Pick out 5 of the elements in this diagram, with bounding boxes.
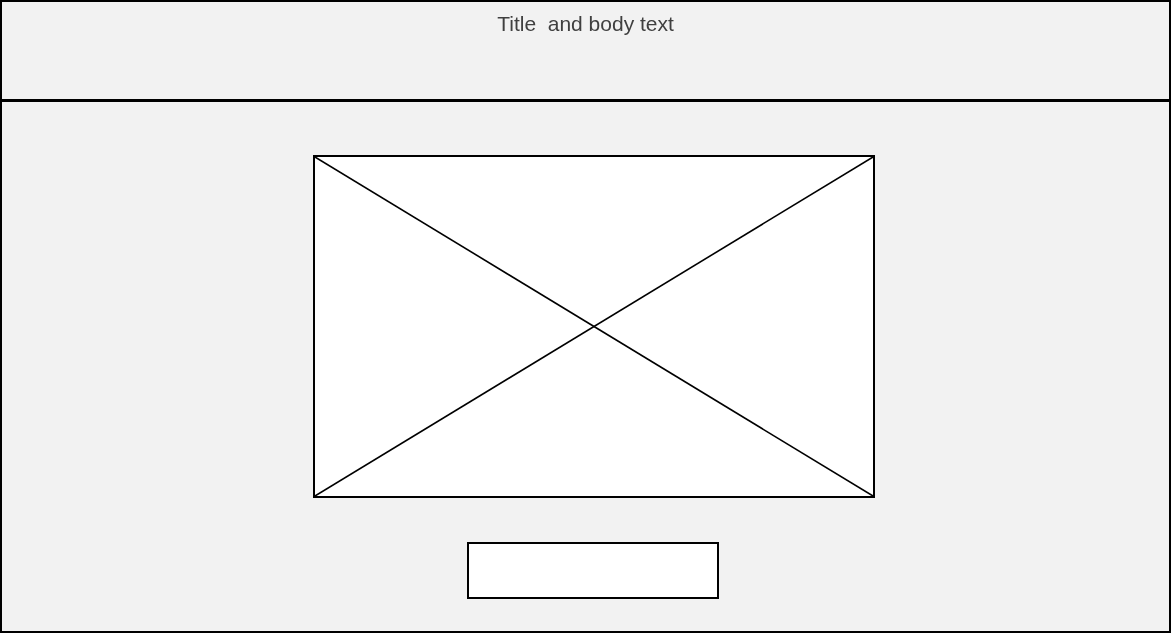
header-band <box>0 0 1171 101</box>
content-panel <box>0 100 1171 633</box>
image-placeholder <box>313 155 875 498</box>
header-text: Title and body text <box>496 12 675 36</box>
button-placeholder <box>467 542 719 599</box>
